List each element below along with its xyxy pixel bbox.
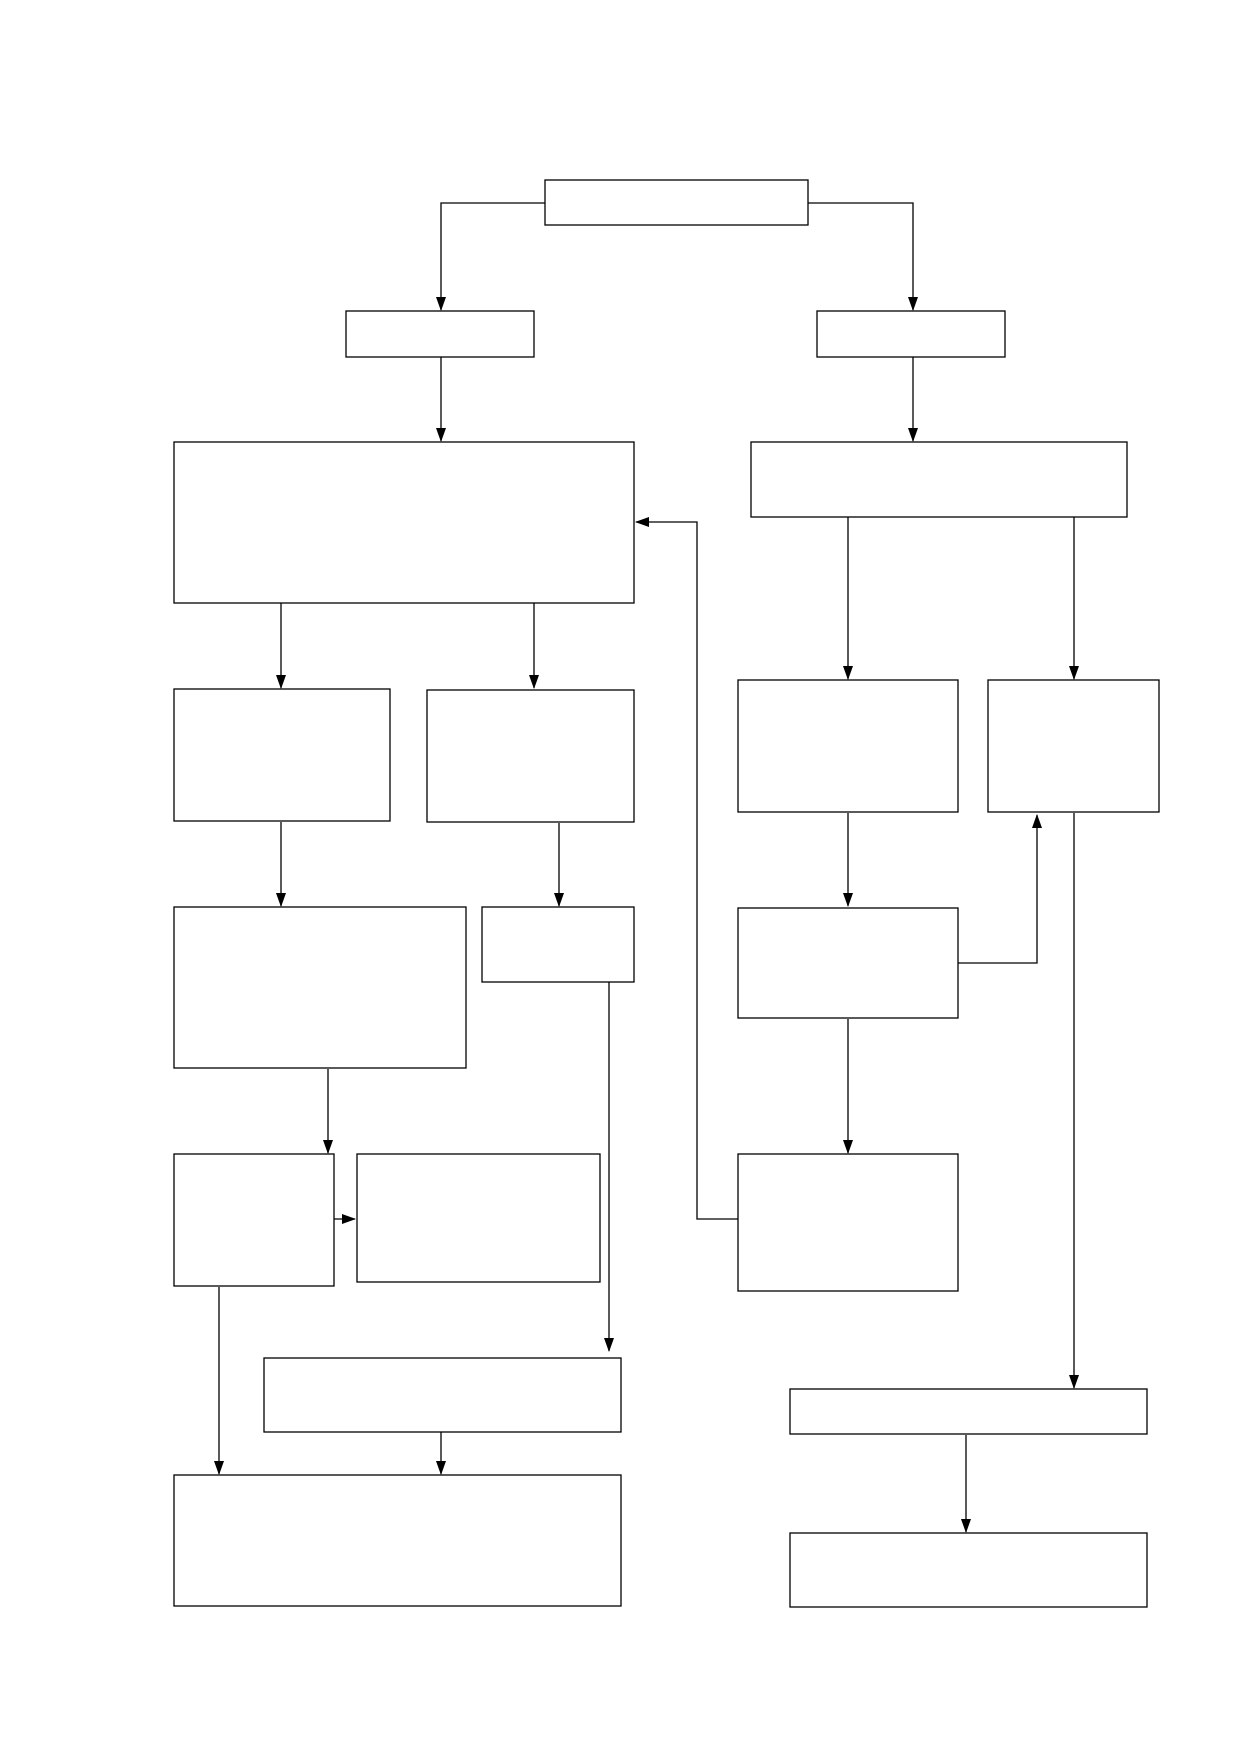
node-left-a3 — [173, 1153, 335, 1287]
node-right-a2 — [737, 907, 959, 1019]
node-branch-left — [345, 310, 535, 358]
node-left-final — [173, 1474, 622, 1607]
node-left-b2 — [481, 906, 635, 983]
node-left-b — [426, 689, 635, 823]
node-right-merge — [789, 1388, 1148, 1435]
connector-right-a2-to-right-b — [958, 814, 1042, 964]
connector-right-a3-to-left-main — [635, 517, 738, 1220]
connector-root-to-branch-left — [436, 202, 545, 311]
node-right-final — [789, 1532, 1148, 1608]
node-left-main — [173, 441, 635, 604]
node-left-merge — [263, 1357, 622, 1433]
node-right-b — [987, 679, 1160, 813]
node-root — [544, 179, 809, 226]
connectors — [214, 202, 1079, 1533]
node-left-a — [173, 688, 391, 822]
node-branch-right — [816, 310, 1006, 358]
node-right-a — [737, 679, 959, 813]
node-left-a3-side — [356, 1153, 601, 1283]
node-left-a2 — [173, 906, 467, 1069]
node-right-a3 — [737, 1153, 959, 1292]
node-right-main — [750, 441, 1128, 518]
connector-root-to-branch-right — [808, 202, 918, 311]
